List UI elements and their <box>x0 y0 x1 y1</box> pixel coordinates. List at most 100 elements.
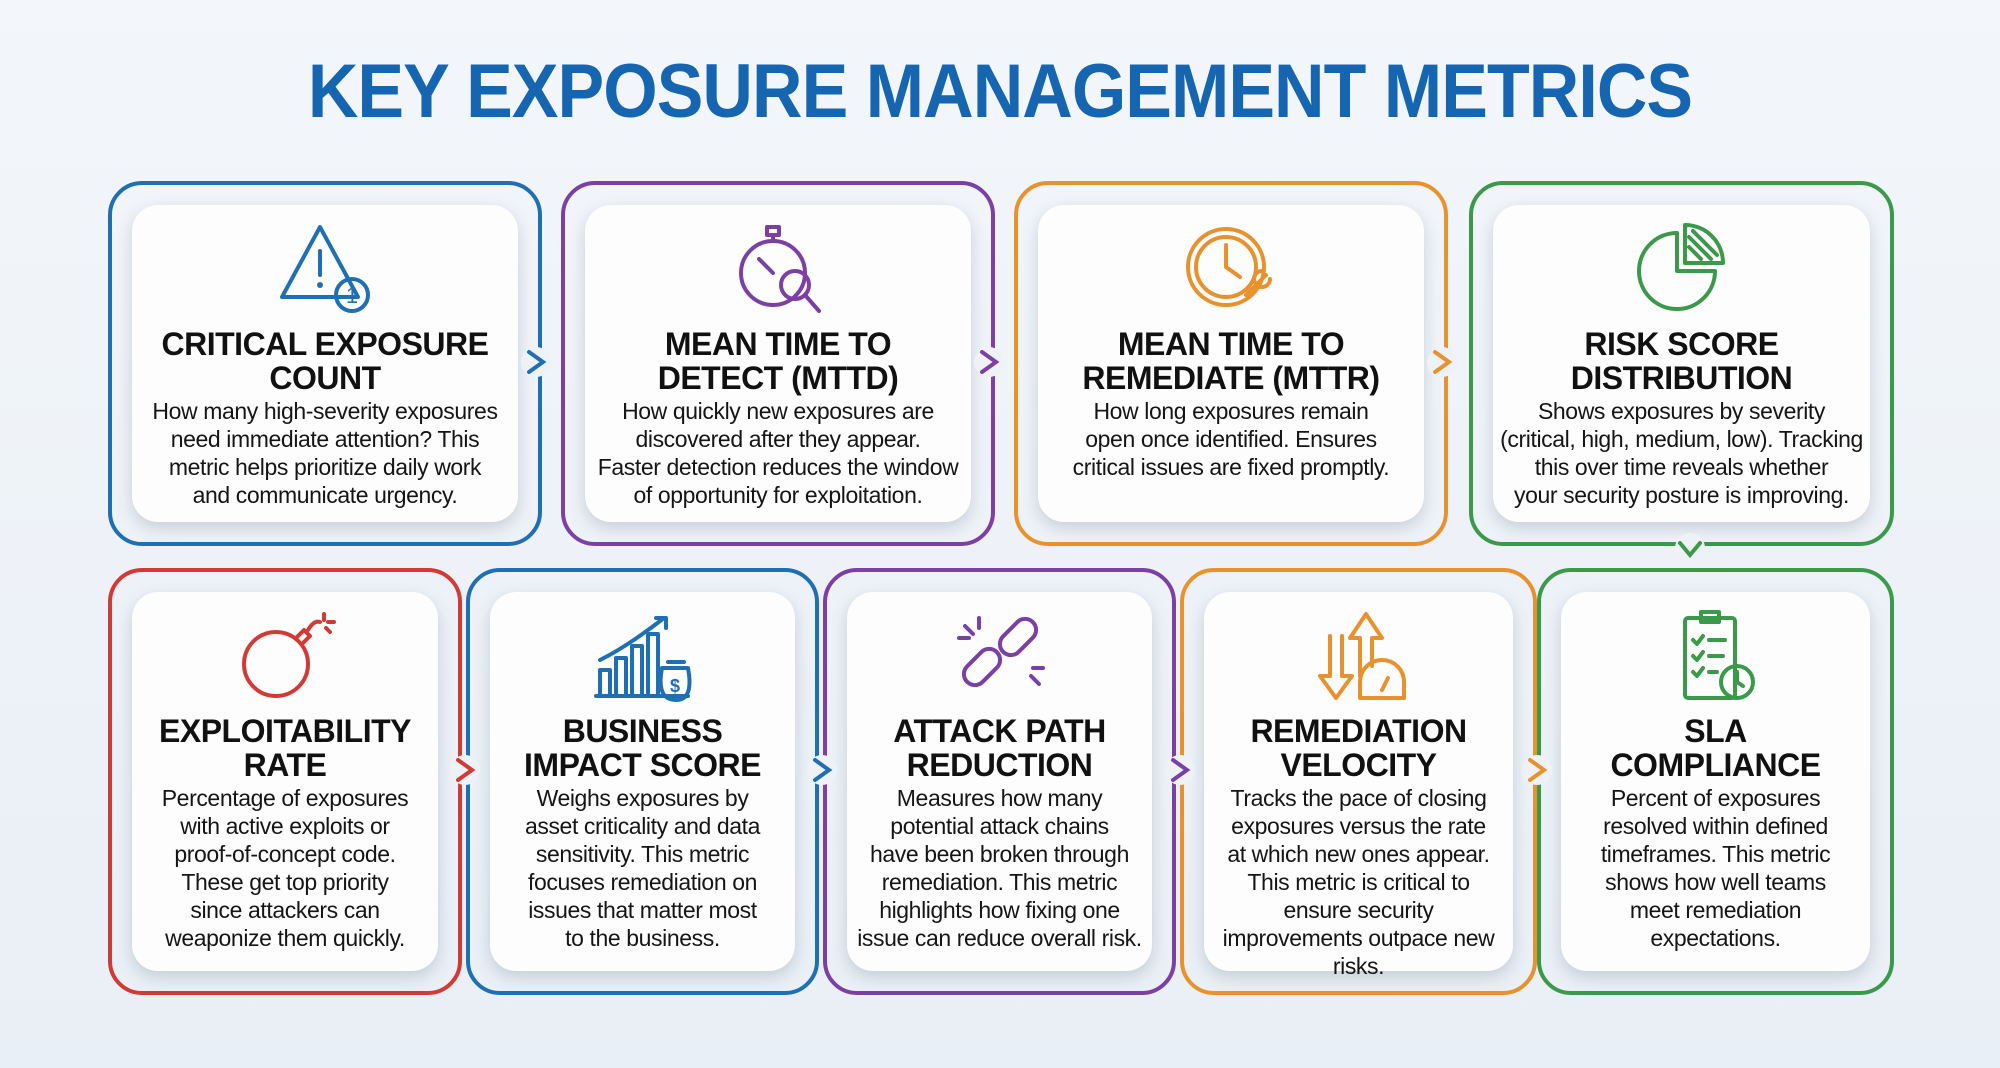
metric-heading-line: CRITICAL EXPOSURE <box>161 326 489 362</box>
metric-description-line: with active exploits or <box>180 813 390 839</box>
metric-description-line: remediation. This metric <box>881 869 1118 895</box>
broken-chain-icon <box>945 606 1055 706</box>
metric-heading-line: REMEDIATE (MTTR) <box>1082 360 1380 396</box>
arrow-down-icon <box>1675 533 1705 563</box>
metric-description-line: exposures versus the rate <box>1231 813 1486 839</box>
metric-description-line: Weighs exposures by <box>536 785 749 811</box>
metric-description-line: improvements outpace new <box>1222 925 1495 951</box>
arrow-right-icon <box>1522 755 1552 785</box>
metric-description-line: focuses remediation on <box>527 869 757 895</box>
metric-description-line: metric helps prioritize daily work <box>168 454 482 480</box>
metric-description-line: This metric is critical to <box>1247 869 1470 895</box>
metric-description-line: Percentage of exposures <box>161 785 409 811</box>
metric-description-line: How quickly new exposures are <box>622 398 934 424</box>
metric-description-line: open once identified. Ensures <box>1085 426 1377 452</box>
metric-description-line: have been broken through <box>870 841 1129 867</box>
metric-description-line: to the business. <box>565 925 720 951</box>
metric-description-line: since attackers can <box>190 897 380 923</box>
metric-description-line: discovered after they appear. <box>635 426 921 452</box>
metric-description-line: potential attack chains <box>890 813 1109 839</box>
metric-description-line: issues that matter most <box>528 897 757 923</box>
arrow-right-icon <box>521 347 551 377</box>
metric-heading-line: MEAN TIME TO <box>1117 326 1345 362</box>
metric-description-line: resolved within defined <box>1603 813 1828 839</box>
metric-description-line: highlights how fixing one <box>879 897 1120 923</box>
bomb-icon <box>230 606 340 706</box>
arrow-right-icon <box>1427 347 1457 377</box>
metric-description-line: How many high-severity exposures <box>152 398 498 424</box>
metric-description-line: critical issues are fixed promptly. <box>1072 454 1390 480</box>
arrow-right-icon <box>807 755 837 785</box>
metric-heading-line: COMPLIANCE <box>1610 747 1821 783</box>
metric-description-line: need immediate attention? This <box>170 426 480 452</box>
metric-heading-line: REMEDIATION <box>1250 713 1467 749</box>
metric-description-line: expectations. <box>1650 925 1781 951</box>
metric-description-line: Measures how many <box>896 785 1103 811</box>
pie-chart-icon <box>1627 219 1737 319</box>
metric-description-line: Percent of exposures <box>1610 785 1821 811</box>
metric-heading-line: SLA <box>1684 713 1747 749</box>
metric-description-line: sensitivity. This metric <box>535 841 750 867</box>
metric-description-line: issue can reduce overall risk. <box>857 925 1142 951</box>
metric-heading-line: COUNT <box>269 360 381 396</box>
metric-heading-line: RATE <box>243 747 327 783</box>
metric-description-line: weaponize them quickly. <box>165 925 405 951</box>
arrow-right-icon <box>1165 755 1195 785</box>
metric-heading-line: EXPLOITABILITY <box>159 713 411 749</box>
metric-description-line: at which new ones appear. <box>1227 841 1490 867</box>
metric-heading-line: RISK SCORE <box>1584 326 1779 362</box>
metric-description-line: (critical, high, medium, low). Tracking <box>1500 426 1863 452</box>
metric-description-line: meet remediation <box>1629 897 1802 923</box>
metric-description-line: Faster detection reduces the window <box>597 454 959 480</box>
metric-description-line: risks. <box>1332 953 1385 979</box>
metric-description-line: ensure security <box>1283 897 1434 923</box>
metric-heading-line: DETECT (MTTD) <box>657 360 899 396</box>
metric-description-line: and communicate urgency. <box>192 482 458 508</box>
arrows-speedometer-icon <box>1304 606 1414 706</box>
metric-heading-line: VELOCITY <box>1280 747 1437 783</box>
metric-heading-line: BUSINESS <box>562 713 723 749</box>
arrow-right-icon <box>450 755 480 785</box>
metric-description-line: your security posture is improving. <box>1514 482 1849 508</box>
bar-chart-money-icon: $ <box>588 606 698 706</box>
svg-text:$: $ <box>669 676 679 696</box>
metric-description-line: asset criticality and data <box>524 813 761 839</box>
metric-description-line: this over time reveals whether <box>1534 454 1829 480</box>
metric-description-line: timeframes. This metric <box>1600 841 1831 867</box>
clock-wrench-icon <box>1176 219 1286 319</box>
page-title: KEY EXPOSURE MANAGEMENT METRICS <box>307 49 1693 134</box>
metric-heading-line: DISTRIBUTION <box>1570 360 1793 396</box>
metric-heading-line: ATTACK PATH <box>893 713 1106 749</box>
metric-description-line: shows how well teams <box>1605 869 1826 895</box>
metric-description-line: proof-of-concept code. <box>174 841 396 867</box>
clipboard-clock-icon <box>1661 606 1771 706</box>
